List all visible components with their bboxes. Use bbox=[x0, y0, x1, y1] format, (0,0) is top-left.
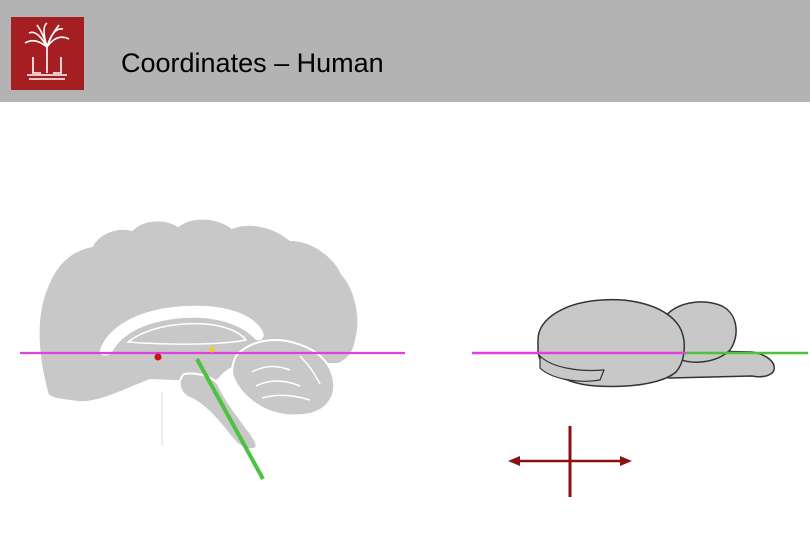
slide-header: Coordinates – Human bbox=[0, 0, 810, 102]
human-brain-sagittal bbox=[37, 217, 360, 451]
rodent-brain-lateral bbox=[537, 298, 775, 388]
palmetto-tree-seal-icon bbox=[24, 22, 70, 80]
university-logo bbox=[11, 17, 84, 90]
rodent-cerebrum bbox=[537, 298, 685, 388]
double-headed-arrow-icon bbox=[508, 426, 632, 497]
brain-coordinates-diagram bbox=[20, 217, 808, 497]
human-corpus-callosum bbox=[99, 305, 264, 356]
rodent-olfactory-underside bbox=[539, 354, 605, 382]
human-brainstem-axis-line bbox=[195, 358, 265, 480]
human-cerebellum bbox=[230, 339, 336, 417]
anterior-commissure-marker bbox=[154, 353, 162, 361]
posterior-commissure-marker bbox=[209, 347, 215, 353]
slide-title: Coordinates – Human bbox=[121, 48, 384, 78]
